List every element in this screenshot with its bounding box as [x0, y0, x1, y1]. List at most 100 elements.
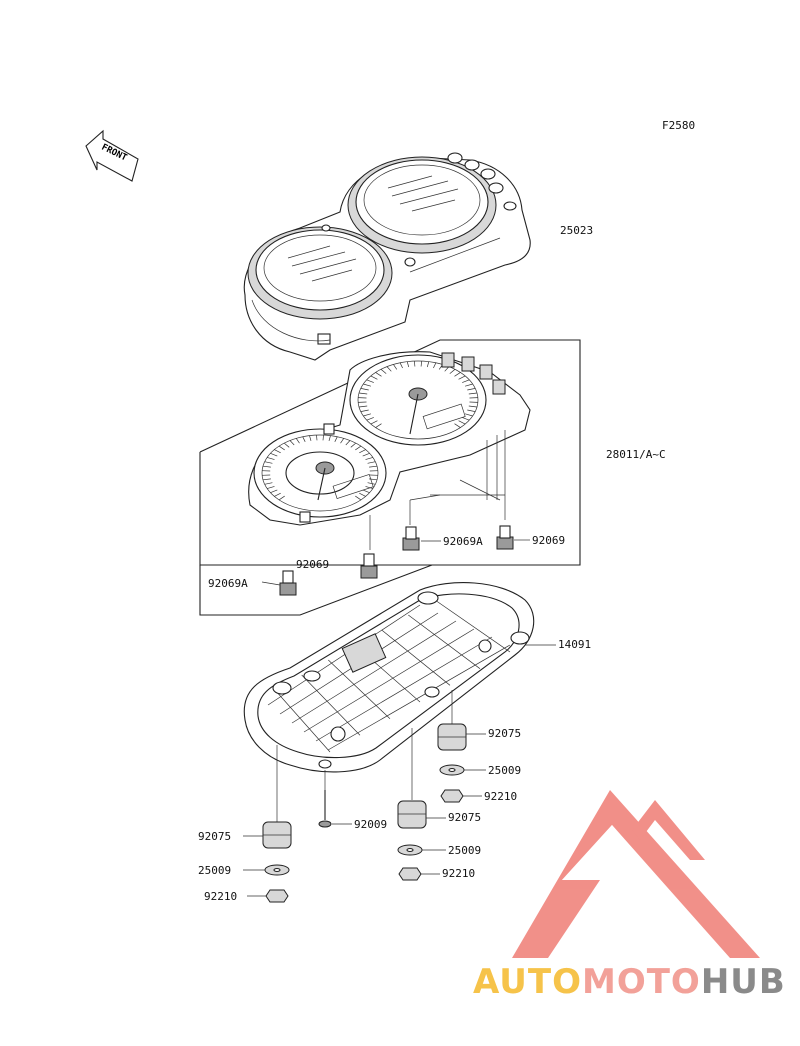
- gauge-tick: [360, 388, 369, 391]
- gauge-tick: [366, 417, 374, 421]
- gauge-tick: [264, 482, 273, 485]
- gauge-tick: [355, 495, 362, 501]
- watermark-text: AUTOMOTOHUB: [473, 962, 786, 1002]
- case-rib: [274, 689, 331, 753]
- gauge-tick: [334, 436, 338, 442]
- gauge-tick: [386, 366, 392, 372]
- gauge-tick: [358, 392, 368, 395]
- gauge-tick: [426, 361, 430, 368]
- label-bulb-socket-left: 92069: [296, 558, 329, 571]
- gauge-tick: [359, 449, 366, 454]
- gauge-tick: [420, 361, 422, 367]
- front-arrow-icon: FRONT: [85, 129, 139, 182]
- label-washer-left: 25009: [198, 864, 231, 877]
- meter-case-lower: [243, 582, 535, 773]
- gauge-tick: [270, 452, 278, 457]
- label-bulb-socket-right: 92069: [532, 534, 565, 547]
- gauge-tick: [454, 372, 461, 377]
- label-damper-center: 92075: [448, 811, 481, 824]
- gauge-tick: [399, 362, 403, 369]
- watermark-hub: HUB: [701, 962, 786, 1002]
- gauge-tick: [366, 379, 374, 383]
- gauge-tick: [467, 409, 476, 412]
- gauge-tick: [380, 369, 387, 374]
- label-meter-assembly: 28011/A~C: [606, 448, 666, 461]
- gauge-tick: [278, 495, 285, 501]
- meter-case-cover: [243, 152, 531, 361]
- case-rib: [315, 636, 493, 742]
- gauge-tick: [350, 442, 357, 448]
- label-nut-right-top: 92210: [484, 790, 517, 803]
- gauge-tick: [322, 435, 324, 441]
- watermark-moto: MOTO: [582, 962, 701, 1002]
- gauge-tick: [467, 388, 476, 391]
- gauge-tick: [458, 375, 466, 380]
- gauge-tick: [369, 465, 378, 468]
- label-screw: 92009: [354, 818, 387, 831]
- gauge-tick: [393, 364, 398, 370]
- case-rib: [381, 629, 451, 686]
- label-damper-left: 92075: [198, 830, 231, 843]
- gauge-tick: [355, 445, 362, 451]
- gauge-tick: [449, 369, 456, 374]
- gauge-tick: [406, 361, 410, 368]
- damper-right-top: [437, 723, 467, 751]
- gauge-tick: [433, 362, 437, 369]
- gauge-tick: [302, 436, 306, 442]
- gauge-tick: [458, 420, 466, 425]
- gauge-tick: [362, 489, 370, 494]
- gauge-tick: [365, 457, 373, 460]
- gauge-tick: [358, 405, 368, 408]
- gauge-tick: [340, 438, 345, 444]
- gauge-tick: [359, 492, 366, 497]
- gauge-tick: [267, 486, 275, 489]
- gauge-tick: [295, 438, 300, 444]
- gauge-tick: [262, 465, 271, 468]
- gauge-tick: [414, 361, 416, 367]
- nut-left: [265, 889, 289, 903]
- gauge-tick: [462, 379, 470, 383]
- gauge-tick: [465, 413, 473, 417]
- damper-center: [397, 800, 427, 829]
- label-washer-right-top: 25009: [488, 764, 521, 777]
- label-nut-center: 92210: [442, 867, 475, 880]
- gauge-tick: [465, 383, 473, 387]
- gauge-tick: [468, 405, 478, 408]
- label-bulb-socket-a-left: 92069A: [208, 577, 248, 590]
- label-nut-left: 92210: [204, 890, 237, 903]
- label-bulb-socket-a-right: 92069A: [443, 535, 483, 548]
- case-rib: [327, 644, 511, 751]
- gauge-tick: [462, 417, 470, 421]
- washer-right-top: [439, 764, 465, 776]
- gauge-tick: [328, 435, 331, 441]
- watermark-logo: [512, 790, 760, 958]
- assembly-bracket-lower: [199, 564, 433, 616]
- gauge-tick: [468, 392, 478, 395]
- gauge-tick: [274, 492, 281, 497]
- bulb-socket-right: [496, 525, 514, 550]
- label-case-cover: 25023: [560, 224, 593, 237]
- figure-code: F2580: [662, 119, 695, 132]
- washer-left: [264, 864, 290, 876]
- gauge-tick: [375, 372, 382, 377]
- gauge-tick: [370, 375, 378, 380]
- gauge-tick: [454, 423, 461, 428]
- gauge-tick: [274, 449, 281, 454]
- meter-assembly: [248, 351, 531, 550]
- gauge-tick: [367, 461, 376, 464]
- bulb-socket-a-right: [402, 526, 420, 551]
- case-rib: [434, 599, 511, 653]
- damper-left: [262, 821, 292, 849]
- label-washer-center: 25009: [448, 844, 481, 857]
- washer-center: [397, 844, 423, 856]
- gauge-tick: [370, 420, 378, 425]
- label-meter-case-lower: 14091: [558, 638, 591, 651]
- watermark-auto: AUTO: [473, 962, 582, 1002]
- gauge-tick: [267, 457, 275, 460]
- gauge-tick: [270, 489, 278, 494]
- gauge-tick: [363, 383, 371, 387]
- gauge-tick: [345, 440, 351, 446]
- gauge-tick: [278, 445, 285, 451]
- gauge-tick: [262, 478, 271, 481]
